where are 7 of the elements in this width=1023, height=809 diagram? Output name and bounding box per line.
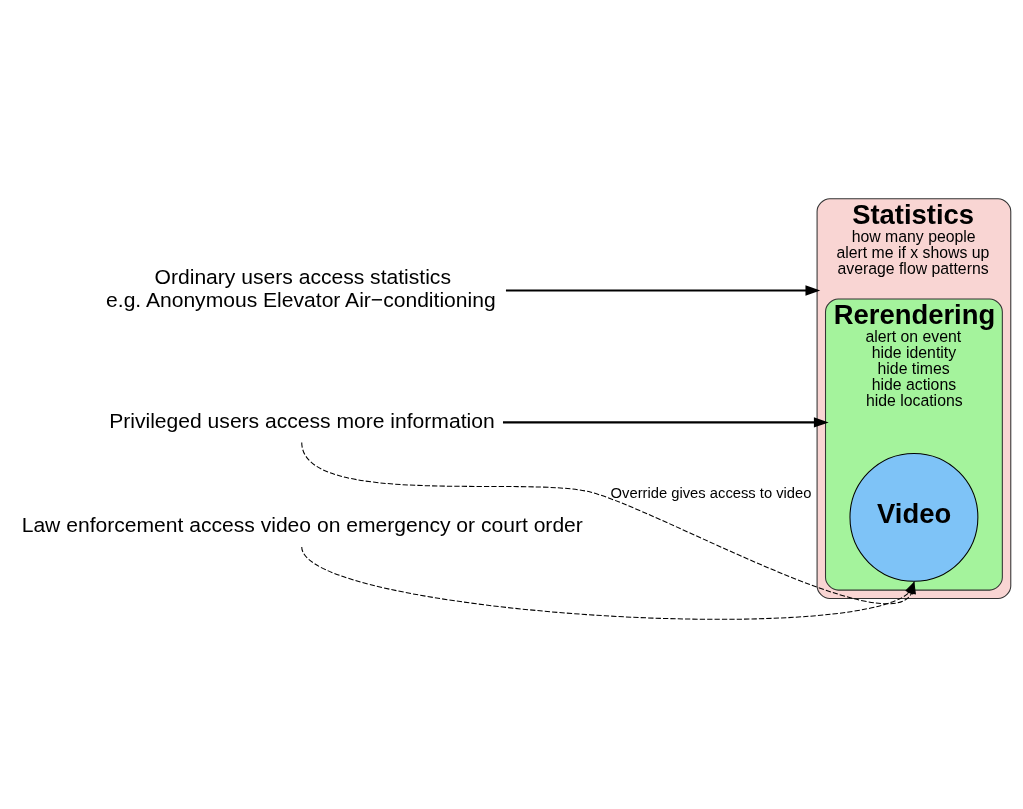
node-text: Ordinary users access statistics e.g. Anonymous Elevator Air−conditioning	[105, 264, 496, 311]
node-text: Privileged users access more information	[108, 408, 495, 432]
edge-label: Override gives access to video	[610, 484, 811, 501]
arrow	[505, 284, 820, 296]
arrow	[502, 416, 829, 428]
node-circle: Video	[848, 452, 978, 582]
node-text: Law enforcement access video on emergency or court order	[21, 512, 583, 536]
